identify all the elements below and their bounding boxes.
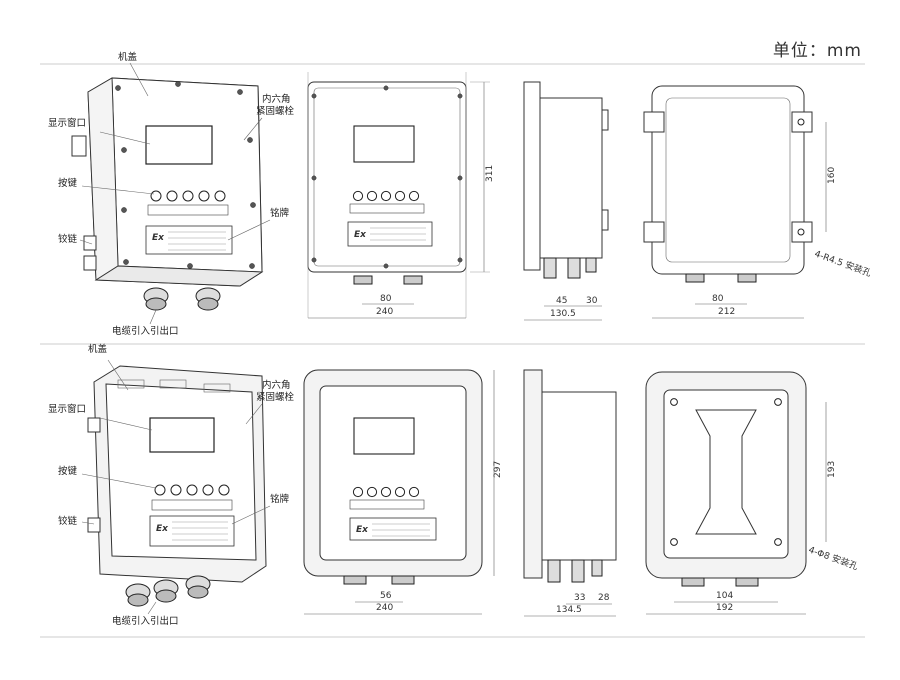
top-dim-height: 311	[485, 165, 495, 182]
bottom-dim-back-spacing: 104	[716, 591, 733, 601]
callout-nameplate: 铭牌	[270, 207, 290, 219]
callout-hinge-b: 铰链	[58, 515, 78, 527]
top-dim-side-b: 30	[586, 296, 598, 306]
callout-hinge: 铰链	[58, 233, 78, 245]
callout-cable-entry-b: 电缆引入引出口	[112, 615, 179, 627]
bottom-front-view: Ex	[303, 369, 483, 585]
bottom-dim-height: 297	[493, 461, 503, 478]
top-side-view	[523, 81, 609, 279]
bottom-dim-side-b: 28	[598, 593, 610, 603]
callout-cover: 机盖	[118, 51, 138, 63]
bottom-dim-gland-spacing: 56	[380, 591, 392, 601]
callout-cover-b: 机盖	[88, 343, 108, 355]
bottom-dim-mount-holes: 4-Φ8 安装孔	[807, 544, 860, 573]
top-isometric-view: Ex	[71, 77, 264, 311]
top-dim-mount-holes: 4-R4.5 安装孔	[813, 248, 873, 280]
top-dim-side-a: 45	[556, 296, 567, 306]
callout-buttons: 按键	[58, 177, 78, 189]
unit-label: 单位：mm	[772, 41, 862, 61]
top-iso-ex-mark: Ex	[152, 233, 165, 243]
callout-hex-screw-line2: 紧固螺栓	[256, 105, 295, 117]
callout-hex-screw-line2-b: 紧固螺栓	[256, 391, 295, 403]
callout-hex-screw-line1: 内六角	[262, 93, 291, 105]
bottom-dim-depth: 134.5	[556, 605, 582, 615]
bottom-dim-mount-height: 193	[827, 461, 837, 478]
bottom-isometric-view: Ex	[87, 365, 267, 607]
top-dim-width-front: 240	[376, 307, 393, 317]
top-dim-gland-spacing: 80	[380, 294, 392, 304]
callout-hex-screw-line1-b: 内六角	[262, 379, 291, 391]
callout-nameplate-b: 铭牌	[270, 493, 290, 505]
bottom-front-ex-mark: Ex	[356, 525, 369, 535]
callout-cable-entry: 电缆引入引出口	[112, 325, 179, 337]
callout-buttons-b: 按键	[58, 465, 78, 477]
top-dim-mount-height: 160	[827, 167, 837, 184]
bottom-iso-ex-mark: Ex	[156, 524, 169, 534]
callout-display-window-b: 显示窗口	[48, 403, 86, 415]
top-dim-depth: 130.5	[550, 309, 576, 319]
bottom-side-view	[523, 369, 617, 583]
top-dim-back-spacing: 80	[712, 294, 724, 304]
bottom-back-view	[645, 371, 807, 587]
bottom-dim-side-a: 33	[574, 593, 585, 603]
top-front-ex-mark: Ex	[354, 230, 367, 240]
top-back-view	[643, 85, 813, 283]
bottom-dim-width-front: 240	[376, 603, 393, 613]
top-front-view: Ex	[307, 72, 467, 318]
top-dim-back-width: 212	[718, 307, 735, 317]
bottom-dim-back-width: 192	[716, 603, 733, 613]
callout-display-window: 显示窗口	[48, 117, 86, 129]
